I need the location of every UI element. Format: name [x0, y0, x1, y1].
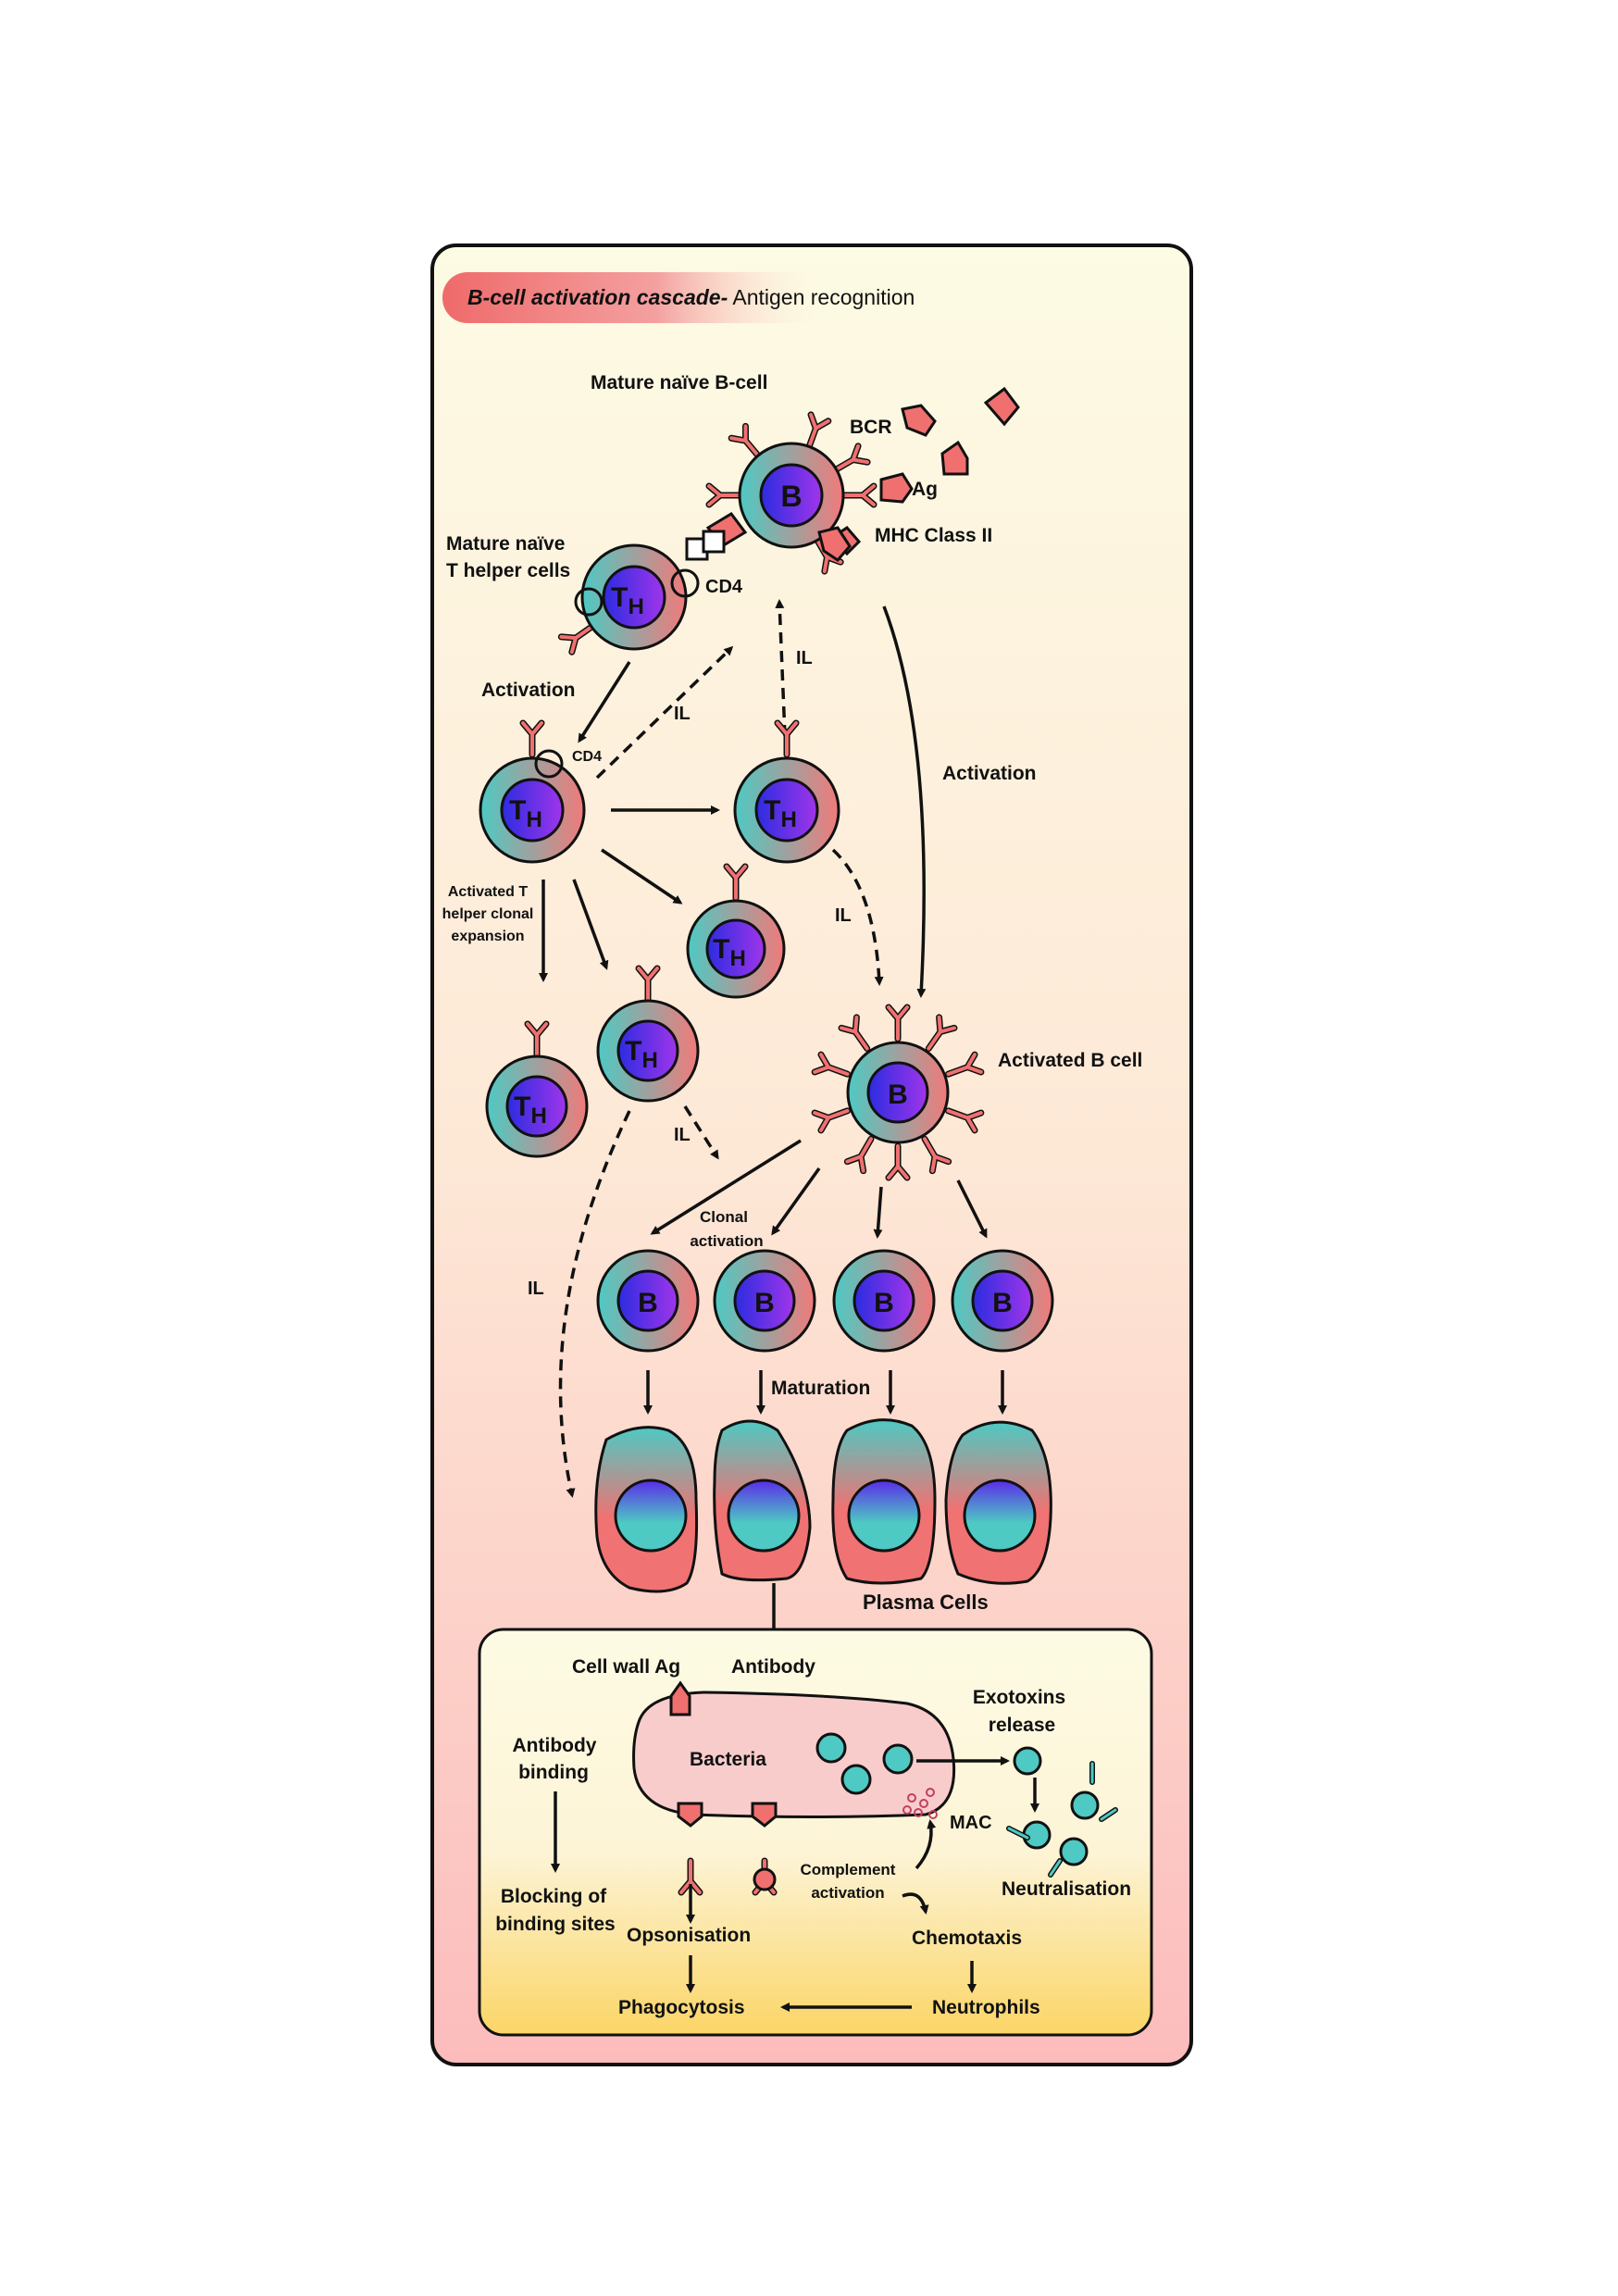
label-phagocytosis: Phagocytosis — [618, 1997, 745, 2018]
svg-text:TH: TH — [611, 582, 644, 619]
label-clonal-line2: activation — [690, 1232, 763, 1250]
header-title: B-cell activation cascade- Antigen recog… — [467, 285, 915, 309]
label-neutrophils: Neutrophils — [932, 1997, 1040, 2018]
svg-text:helper clonal: helper clonal — [442, 906, 534, 922]
arrows-top — [578, 599, 927, 998]
label-blocking-line2: binding sites — [495, 1914, 616, 1935]
label-complement-line1: Complement — [801, 1861, 896, 1878]
label-il-2: IL — [796, 648, 813, 668]
plasma-cell-4 — [944, 1420, 1052, 1585]
svg-text:TH: TH — [713, 934, 746, 971]
label-activation-left: Activation — [481, 680, 576, 701]
svg-text:TH: TH — [509, 795, 542, 832]
plasma-cells — [594, 1418, 1052, 1593]
label-il-5: IL — [528, 1279, 544, 1299]
label-activation-right: Activation — [942, 763, 1037, 784]
svg-text:Activated T: Activated T — [448, 884, 528, 900]
b-clone-4: B — [951, 1249, 1054, 1353]
label-antibody-binding-line1: Antibody — [513, 1735, 597, 1756]
label-antibody: Antibody — [731, 1656, 815, 1678]
arrows-bottom-panel — [551, 1756, 1039, 2012]
label-blocking-line1: Blocking of — [501, 1886, 607, 1907]
bacteria-cell — [632, 1680, 956, 1819]
svg-text:B: B — [754, 1288, 775, 1318]
label-mhc-class-ii: MHC Class II — [875, 525, 992, 546]
t-helper-clone-right: TH — [733, 723, 840, 864]
svg-text:B: B — [780, 480, 802, 513]
b-clone-1: B — [596, 1249, 700, 1353]
label-complement-line2: activation — [811, 1884, 884, 1902]
svg-text:TH: TH — [514, 1092, 547, 1129]
svg-text:TH: TH — [625, 1036, 658, 1073]
svg-text:TH: TH — [764, 795, 797, 832]
label-activated-b-cell: Activated B cell — [998, 1050, 1142, 1071]
label-bcr: BCR — [850, 417, 892, 438]
arrows-maturation — [643, 1370, 1007, 1415]
svg-text:expansion: expansion — [451, 929, 524, 944]
label-il-1: IL — [674, 704, 691, 724]
antibody-opsonisation — [677, 1802, 778, 1892]
mature-naive-b-cell: B — [709, 415, 874, 571]
arrows-il-lower — [558, 1105, 719, 1498]
label-clonal-line1: Clonal — [700, 1208, 748, 1226]
label-mac: MAC — [950, 1813, 992, 1833]
exotoxin-neutralisation — [1006, 1746, 1118, 1878]
activated-t-helper-main: TH — [479, 723, 586, 864]
label-neutralisation: Neutralisation — [1002, 1878, 1131, 1900]
label-antibody-binding-line2: binding — [518, 1762, 589, 1783]
label-mature-naive-t-line1: Mature naïve — [446, 533, 565, 555]
arrows-clonal-b — [650, 1139, 988, 1239]
arrows-clonal-t — [539, 805, 884, 986]
label-opsonisation: Opsonisation — [627, 1925, 751, 1946]
b-clone-2: B — [713, 1249, 816, 1353]
b-cell-clones: B B B B — [596, 1249, 1054, 1353]
label-cell-wall-ag: Cell wall Ag — [572, 1656, 680, 1678]
plasma-cell-1 — [594, 1426, 699, 1593]
mature-naive-t-helper-cell: TH — [561, 543, 700, 652]
label-exotoxins-line1: Exotoxins — [973, 1687, 1065, 1708]
label-exotoxins-line2: release — [989, 1715, 1055, 1736]
svg-text:B: B — [874, 1288, 894, 1318]
svg-text:B: B — [638, 1288, 658, 1318]
activated-b-cell: B — [815, 1007, 981, 1178]
label-chemotaxis: Chemotaxis — [912, 1928, 1022, 1949]
label-mature-naive-t-line2: T helper cells — [446, 560, 570, 581]
label-bacteria: Bacteria — [690, 1749, 766, 1770]
mhc-tcr-complex — [685, 512, 852, 562]
header-pill — [442, 272, 831, 323]
main-panel — [430, 243, 1193, 2066]
plasma-cell-3 — [831, 1418, 937, 1585]
label-il-3: IL — [835, 905, 852, 926]
svg-text:B: B — [888, 1079, 908, 1110]
plasma-cell-2 — [713, 1419, 812, 1582]
label-cd4-small: CD4 — [572, 749, 602, 765]
label-plasma-cells: Plasma Cells — [863, 1591, 989, 1614]
t-helper-clone-middle: TH — [686, 867, 786, 999]
t-helper-clone-left: TH — [485, 1024, 589, 1158]
label-il-4: IL — [674, 1125, 691, 1145]
label-ag: Ag — [912, 479, 938, 500]
activated-t-label: Activated T helper clonal expansion — [442, 884, 534, 944]
label-mature-naive-b-cell: Mature naïve B-cell — [591, 372, 767, 393]
label-cd4-top: CD4 — [705, 577, 743, 597]
t-helper-clone-lower: TH — [596, 968, 700, 1103]
b-clone-3: B — [832, 1249, 936, 1353]
svg-text:B: B — [992, 1288, 1013, 1318]
label-maturation: Maturation — [771, 1378, 870, 1399]
